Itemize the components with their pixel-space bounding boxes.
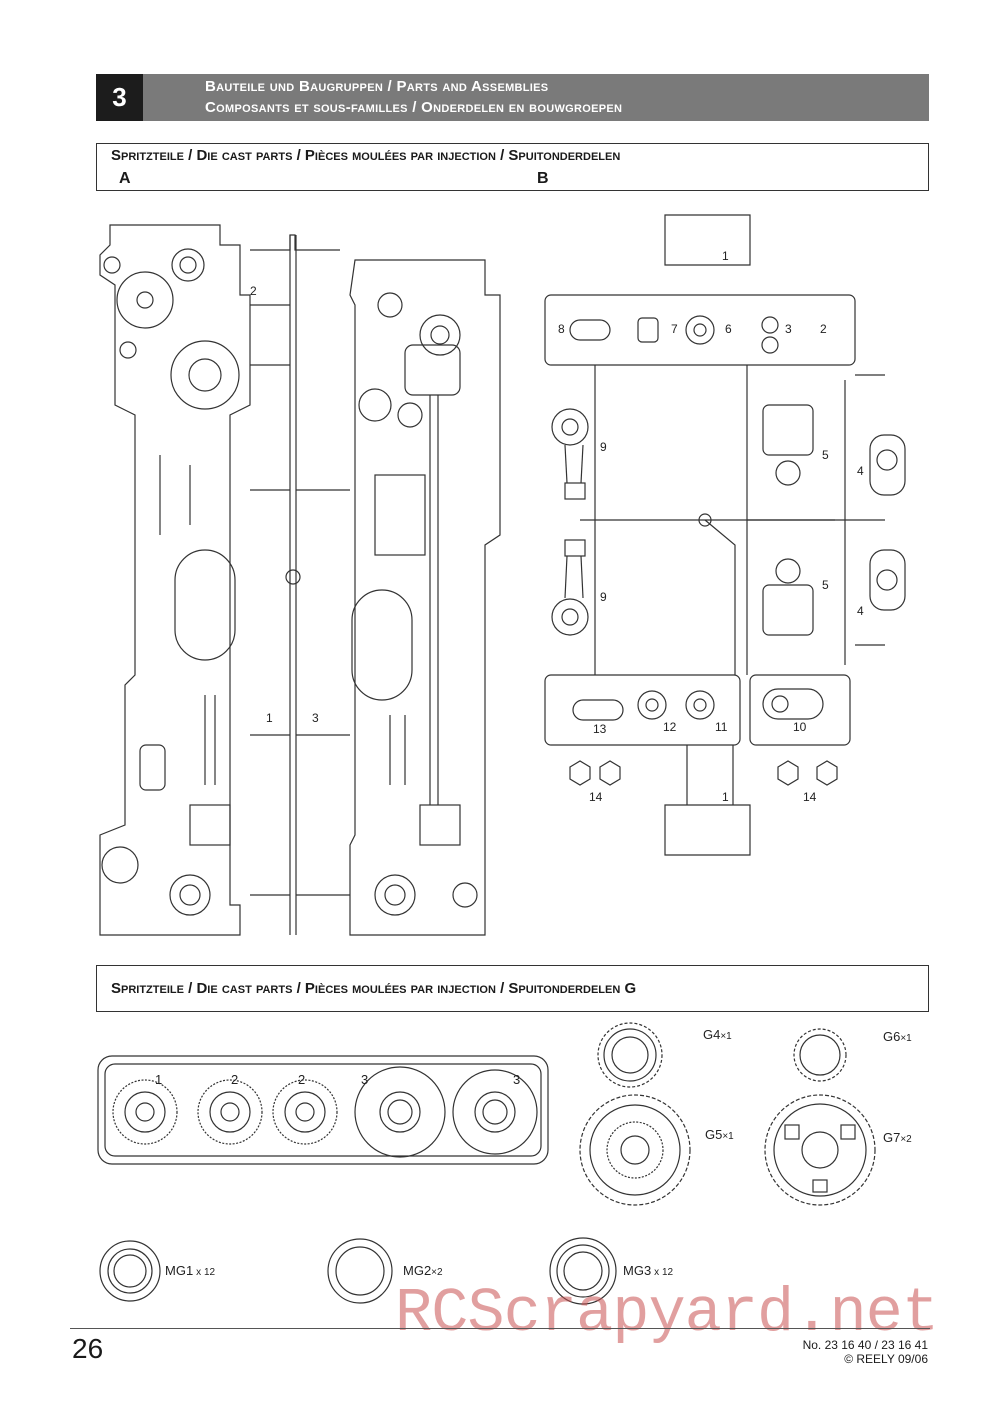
part-b1-bottom <box>664 804 751 856</box>
sprue-a-label-3: 3 <box>312 711 319 725</box>
gear-g3-b <box>452 1069 538 1155</box>
gear-g6 <box>793 1028 847 1082</box>
gear-g6-label: G6×1 <box>883 1029 912 1044</box>
sprue-g-label-3-a: 3 <box>361 1072 368 1087</box>
sprue-b-label-9-lower: 9 <box>600 590 607 604</box>
bearing-mg2 <box>327 1238 393 1304</box>
sprue-b-label-10: 10 <box>793 720 807 734</box>
doc-number-line: No. 23 16 40 / 23 16 41 <box>802 1338 928 1352</box>
sprue-g-label-1: 1 <box>155 1072 162 1087</box>
sprue-a-drawing: 2 1 3 <box>99 224 501 936</box>
sprue-b-label-12: 12 <box>663 720 677 734</box>
section-header: Bauteile und Baugruppen / Parts and Asse… <box>143 74 929 121</box>
gear-g7 <box>764 1094 876 1206</box>
part-b12 <box>637 690 667 720</box>
part-b9-lower <box>551 598 589 636</box>
sprue-g-frame <box>97 1055 549 1165</box>
gear-g2-a <box>197 1079 263 1145</box>
part-b5-upper <box>762 404 814 456</box>
section-title-line2: Composants et sous-familles / Onderdelen… <box>205 99 623 116</box>
sprue-g-label-2-b: 2 <box>298 1072 305 1087</box>
gear-g2-b <box>272 1079 338 1145</box>
sprue-a-label: A <box>119 170 131 187</box>
part-b1-top <box>664 214 751 266</box>
part-b4-upper <box>869 434 906 496</box>
part-b10 <box>762 688 824 720</box>
part-b9-upper <box>551 408 589 446</box>
part-b8 <box>569 319 611 341</box>
loose-gears-drawing: G4×1 G6×1 G5×1 G7×2 <box>579 1022 912 1206</box>
part-b9-upper-end <box>564 482 586 500</box>
bearing-mg3 <box>549 1237 617 1305</box>
sprue-b-frame <box>544 294 885 746</box>
sprue-g-label-3-b: 3 <box>513 1072 520 1087</box>
part-b13 <box>572 699 624 721</box>
sprue-b-label-13: 13 <box>593 722 607 736</box>
sprue-b-label-9-upper: 9 <box>600 440 607 454</box>
sprue-g-drawing: 1 2 2 3 3 <box>97 1055 549 1165</box>
copyright-line: © REELY 09/06 <box>844 1352 928 1366</box>
gear-g5-label: G5×1 <box>705 1127 734 1142</box>
sprue-g-title: Spritzteile / Die cast parts / Pièces mo… <box>111 980 637 997</box>
part-b14-nut-4 <box>816 760 838 786</box>
sprue-b-label-7: 7 <box>671 322 678 336</box>
part-b11 <box>685 690 715 720</box>
gear-g5 <box>579 1094 691 1206</box>
sprue-b-label: B <box>537 170 549 187</box>
sprue-b-label-5-lower: 5 <box>822 578 829 592</box>
bearing-mg1 <box>99 1240 161 1302</box>
sprue-a-label-2: 2 <box>250 284 257 298</box>
part-b3 <box>761 316 779 334</box>
chassis-rail-part-1-3 <box>349 259 501 936</box>
part-b6 <box>685 315 715 345</box>
sprue-b-label-4-upper: 4 <box>857 464 864 478</box>
sprue-b-label-4-lower: 4 <box>857 604 864 618</box>
page-number: 26 <box>72 1333 104 1364</box>
gear-g4-label: G4×1 <box>703 1027 732 1042</box>
section-title-line1: Bauteile und Baugruppen / Parts and Asse… <box>205 78 549 95</box>
part-b9-lower-end <box>564 539 586 557</box>
sprue-b-label-14-right: 14 <box>803 790 817 804</box>
sprue-a-label-1: 1 <box>266 711 273 725</box>
gear-g1 <box>112 1079 178 1145</box>
document-number: No. 23 16 40 / 23 16 41 © REELY 09/06 <box>700 1338 928 1366</box>
sprue-b-label-1-bottom: 1 <box>722 790 729 804</box>
chassis-rail-part-2 <box>99 224 251 936</box>
gear-g4 <box>597 1022 663 1088</box>
sprue-g-title-box: Spritzteile / Die cast parts / Pièces mo… <box>96 965 929 1012</box>
sprue-b-label-11: 11 <box>715 720 728 734</box>
sprue-b-label-2: 2 <box>820 322 827 336</box>
sprue-b-drawing: 1 8 7 6 3 2 9 5 4 9 5 4 13 12 11 10 14 1… <box>544 214 906 856</box>
part-b7 <box>637 317 659 343</box>
watermark: RCScrapyard.net <box>395 1278 939 1349</box>
sprue-b-label-8: 8 <box>558 322 565 336</box>
section-number: 3 <box>96 74 143 121</box>
sprue-b-label-6: 6 <box>725 322 732 336</box>
sprue-b-label-5-upper: 5 <box>822 448 829 462</box>
sprue-a-runner <box>250 234 350 935</box>
sprue-b-label-14-left: 14 <box>589 790 603 804</box>
sprue-g-label-2-a: 2 <box>231 1072 238 1087</box>
part-b14-nut-1 <box>569 760 591 786</box>
gear-g7-label: G7×2 <box>883 1130 912 1145</box>
part-b5-lower <box>775 558 801 584</box>
footer-divider <box>70 1328 930 1329</box>
sprue-b-label-1-top: 1 <box>722 249 729 263</box>
part-b14-nut-3 <box>777 760 799 786</box>
sprue-b-label-3: 3 <box>785 322 792 336</box>
bearing-mg2-label: MG2×2 <box>403 1263 443 1278</box>
part-b4-lower <box>869 549 906 611</box>
part-b14-nut-2 <box>599 760 621 786</box>
sprue-ab-title-box: Spritzteile / Die cast parts / Pièces mo… <box>96 143 929 191</box>
sprue-ab-title: Spritzteile / Die cast parts / Pièces mo… <box>111 147 621 164</box>
gear-g3-a <box>354 1066 446 1158</box>
